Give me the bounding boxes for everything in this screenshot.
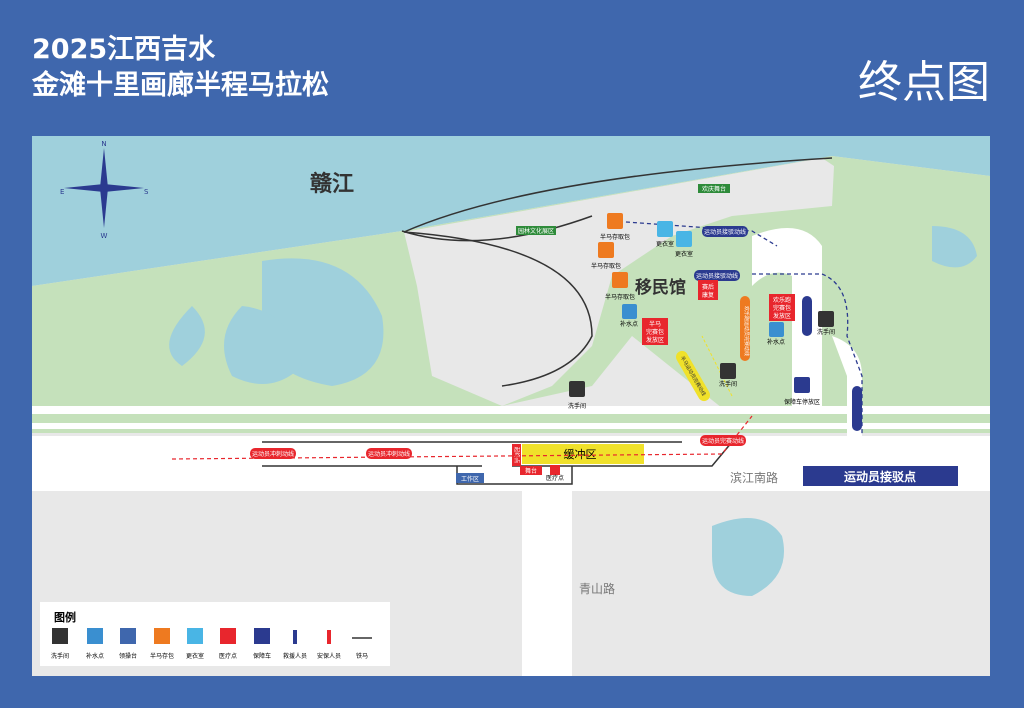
svg-text:更衣室: 更衣室	[186, 652, 204, 660]
svg-text:半马存取包: 半马存取包	[600, 233, 630, 241]
sprint-route-label	[250, 448, 296, 459]
svg-text:半马存包: 半马存包	[150, 652, 174, 660]
svg-text:工作区: 工作区	[461, 475, 479, 483]
svg-text:补水点: 补水点	[620, 320, 638, 328]
svg-text:洗手间: 洗手间	[51, 652, 69, 660]
svg-text:安保人员: 安保人员	[317, 652, 341, 660]
compass-icon: N W E S	[60, 140, 149, 240]
svg-text:领操台: 领操台	[119, 652, 137, 660]
svg-text:运动员冲刺动线: 运动员冲刺动线	[252, 450, 294, 458]
finish-area-map: 缓冲区 起终点 舞台 工作区 医疗点 运动员冲刺动线 运动员冲刺动线 运动员完赛…	[32, 136, 990, 676]
svg-text:园林文化展区: 园林文化展区	[518, 227, 554, 235]
svg-text:E: E	[60, 188, 64, 196]
svg-text:补水点: 补水点	[86, 652, 104, 660]
svg-text:救援人员: 救援人员	[283, 652, 307, 660]
svg-text:洗手间: 洗手间	[817, 328, 835, 336]
svg-text:更衣室: 更衣室	[675, 250, 693, 258]
svg-text:图例: 图例	[54, 610, 76, 624]
svg-text:欢庆舞台: 欢庆舞台	[702, 185, 726, 193]
svg-text:滨江南路: 滨江南路	[730, 470, 778, 485]
start-finish-gate	[512, 444, 521, 466]
svg-text:N: N	[101, 140, 106, 148]
svg-text:保障车: 保障车	[253, 652, 271, 660]
stage	[520, 466, 542, 475]
medical-icon	[550, 465, 560, 475]
svg-text:运动员冲刺动线: 运动员冲刺动线	[368, 450, 410, 458]
svg-text:保障车停放区: 保障车停放区	[784, 398, 820, 406]
start-finish-label: 起终点	[513, 447, 521, 464]
work-area	[456, 473, 484, 483]
svg-text:移民馆: 移民馆	[635, 277, 686, 298]
svg-text:赣江: 赣江	[310, 171, 354, 197]
svg-text:S: S	[144, 188, 149, 196]
svg-text:半马存取包: 半马存取包	[591, 262, 621, 270]
map-name: 终点图	[858, 57, 990, 108]
svg-text:半马存取包: 半马存取包	[605, 293, 635, 301]
svg-text:完赛包: 完赛包	[646, 328, 664, 336]
svg-text:医疗点: 医疗点	[219, 652, 237, 660]
svg-text:赛后: 赛后	[702, 283, 714, 291]
svg-text:欢乐跑: 欢乐跑	[773, 296, 791, 304]
svg-text:欢乐跑运动员完赛动线: 欢乐跑运动员完赛动线	[743, 306, 750, 356]
svg-text:半马: 半马	[649, 320, 661, 328]
svg-text:洗手间: 洗手间	[719, 380, 737, 388]
svg-text:康复: 康复	[702, 291, 714, 299]
event-title: 2025江西吉水 金滩十里画廊半程马拉松	[32, 34, 329, 101]
svg-text:青山路: 青山路	[579, 581, 615, 596]
svg-text:缓冲区: 缓冲区	[564, 447, 597, 461]
finish-route-label	[700, 435, 746, 446]
svg-text:运动员完赛动线: 运动员完赛动线	[702, 437, 744, 445]
svg-text:发放区: 发放区	[773, 312, 791, 320]
svg-text:补水点: 补水点	[767, 338, 785, 346]
svg-text:更衣室: 更衣室	[656, 240, 674, 248]
river	[32, 136, 990, 286]
svg-text:医疗点: 医疗点	[546, 474, 564, 482]
svg-text:铁马: 铁马	[356, 652, 368, 660]
svg-text:运动员接驳动线: 运动员接驳动线	[696, 272, 738, 280]
svg-text:运动员接驳动线: 运动员接驳动线	[704, 228, 746, 236]
svg-text:洗手间: 洗手间	[568, 402, 586, 410]
buffer-zone	[522, 444, 644, 464]
shuttle-point	[803, 466, 958, 486]
legend: 图例 洗手间 补水点 领操台 半马存包 更衣室 医疗点 保障车 救援人员 安保人…	[40, 602, 390, 666]
svg-text:运动员接驳点: 运动员接驳点	[844, 469, 916, 484]
svg-text:发放区: 发放区	[646, 336, 664, 344]
svg-text:舞台: 舞台	[525, 467, 537, 475]
svg-text:完赛包: 完赛包	[773, 304, 791, 312]
svg-text:W: W	[101, 232, 108, 240]
